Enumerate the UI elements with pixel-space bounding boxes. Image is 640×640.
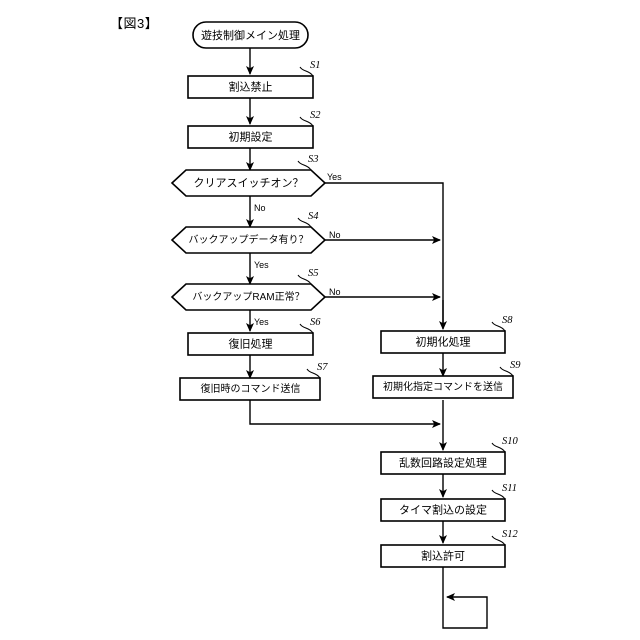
leader-s4 <box>297 217 312 228</box>
edge-s12-infinite-loop <box>442 567 488 629</box>
node-s9-label: 初期化指定コマンドを送信 <box>383 380 503 393</box>
branch-label-s4-yes: Yes <box>254 260 269 270</box>
node-s5: バックアップRAM正常？ S5 No Yes <box>170 268 341 327</box>
branch-label-s3-no: No <box>254 203 266 213</box>
node-s7-shape <box>179 377 321 401</box>
step-label-s9: S9 <box>510 360 521 371</box>
leader-s11 <box>491 489 506 500</box>
node-s4-shape <box>170 226 327 254</box>
branch-label-s3-yes: Yes <box>327 172 342 182</box>
node-s6: 復旧処理 S6 <box>187 317 321 356</box>
node-s4: バックアップデータ有り？ S4 No Yes <box>170 211 341 270</box>
branch-label-s5-no: No <box>329 287 341 297</box>
leader-s1 <box>299 66 314 77</box>
node-s9: 初期化指定コマンドを送信 S9 <box>372 360 521 399</box>
step-label-s5: S5 <box>308 268 319 279</box>
node-s12-shape <box>380 544 506 568</box>
node-s10-shape <box>380 451 506 475</box>
node-s1-shape <box>187 75 314 99</box>
node-s12: 割込許可 S12 <box>380 529 519 568</box>
node-s2-shape <box>187 125 314 149</box>
step-label-s6: S6 <box>310 317 321 328</box>
leader-s12 <box>491 535 506 546</box>
node-s5-label: バックアップRAM正常？ <box>192 290 304 303</box>
node-s8-label: 初期化処理 <box>416 334 471 348</box>
step-label-s12: S12 <box>502 529 519 540</box>
node-s5-shape <box>170 283 327 311</box>
node-s8-shape <box>380 330 506 354</box>
leader-s8 <box>491 321 506 332</box>
node-s11: タイマ割込の設定 S11 <box>380 483 517 522</box>
node-s1-label: 割込禁止 <box>229 79 273 93</box>
node-s2: 初期設定 S2 <box>187 110 321 149</box>
step-label-s4: S4 <box>308 211 319 222</box>
node-s12-label: 割込許可 <box>421 548 465 562</box>
node-s3-label: クリアスイッチオン？ <box>194 176 304 189</box>
node-start-label: 遊技制御メイン処理 <box>201 28 300 42</box>
figure-number-label: 【図3】 <box>110 16 158 31</box>
step-label-s1: S1 <box>310 60 321 71</box>
node-start-shape <box>192 21 309 49</box>
node-s3: クリアスイッチオン？ S3 Yes No <box>170 154 342 213</box>
leader-s5 <box>297 274 312 285</box>
node-s4-label: バックアップデータ有り？ <box>189 233 309 246</box>
step-label-s7: S7 <box>317 362 328 373</box>
node-s11-shape <box>380 498 506 522</box>
leader-s7 <box>306 368 321 379</box>
node-s7-label: 復旧時のコマンド送信 <box>201 382 301 395</box>
node-s9-shape <box>372 375 514 399</box>
leader-s9 <box>499 366 514 377</box>
step-label-s3: S3 <box>308 154 319 165</box>
node-s10: 乱数回路設定処理 S10 <box>380 436 519 475</box>
node-s11-label: タイマ割込の設定 <box>399 502 487 516</box>
leader-s3 <box>297 160 312 171</box>
step-label-s11: S11 <box>502 483 517 494</box>
leader-s6 <box>299 323 314 334</box>
node-s8: 初期化処理 S8 <box>380 315 513 354</box>
node-s10-label: 乱数回路設定処理 <box>399 455 487 469</box>
node-start: 遊技制御メイン処理 <box>192 21 309 49</box>
branch-label-s4-no: No <box>329 230 341 240</box>
leader-s10 <box>491 442 506 453</box>
branch-label-s5-yes: Yes <box>254 317 269 327</box>
step-label-s8: S8 <box>502 315 513 326</box>
step-label-s2: S2 <box>310 110 321 121</box>
step-label-s10: S10 <box>502 436 519 447</box>
leader-s2 <box>299 116 314 127</box>
node-s6-shape <box>187 332 314 356</box>
edge-s3-yes-to-trunk <box>325 182 444 325</box>
node-s7: 復旧時のコマンド送信 S7 <box>179 362 328 401</box>
node-s2-label: 初期設定 <box>229 129 273 143</box>
node-s1: 割込禁止 S1 <box>187 60 321 99</box>
node-s3-shape <box>170 169 327 197</box>
edge-s7-merge-to-main <box>249 400 441 428</box>
node-s6-label: 復旧処理 <box>229 337 273 350</box>
